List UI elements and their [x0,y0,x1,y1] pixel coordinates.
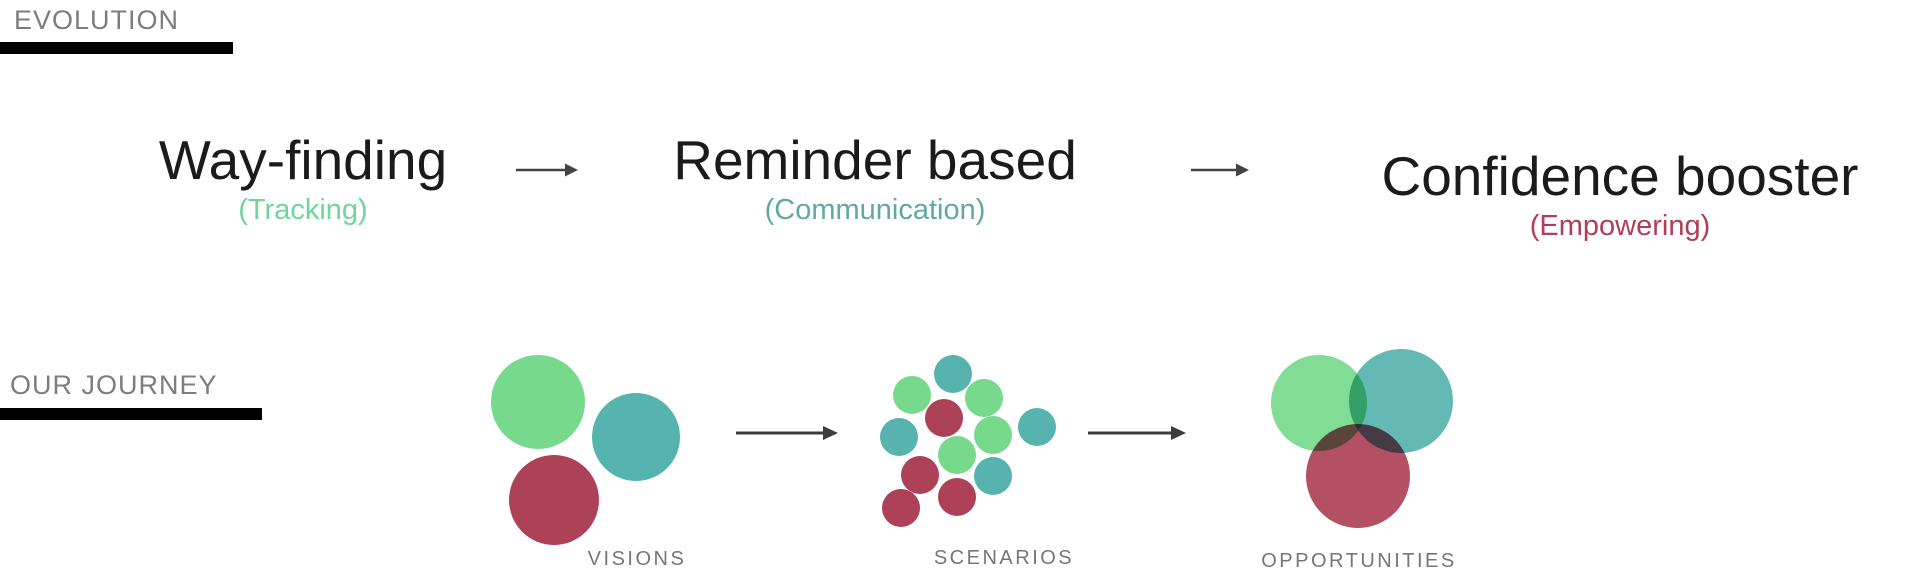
phase-subtitle: (Communication) [764,193,986,226]
red-bubble [1306,424,1410,528]
teal-bubble [592,393,680,481]
phase-title: Way-finding [158,129,448,191]
teal-bubble [974,457,1012,495]
phase-way-finding: Way-finding (Tracking) [103,129,503,227]
stage-label-scenarios: SCENARIOS [933,547,1075,569]
arrow-right-icon [516,163,578,177]
teal-bubble [1018,408,1056,446]
arrow-right-icon [1191,163,1249,177]
teal-bubble [1349,349,1453,453]
arrow-right-icon [736,426,838,440]
teal-bubble [880,418,918,456]
red-bubble [901,456,939,494]
journey-section-heading: OUR JOURNEY [10,370,218,400]
stage-label-visions: VISIONS [587,548,687,570]
phase-subtitle: (Empowering) [1529,209,1711,242]
red-bubble [509,455,599,545]
green-bubble [491,355,585,449]
arrow-right-icon [1088,426,1186,440]
phase-reminder-based: Reminder based (Communication) [655,129,1095,227]
phase-subtitle: (Tracking) [238,193,368,226]
green-bubble [938,436,976,474]
red-bubble [882,489,920,527]
evolution-section-heading: EVOLUTION [14,5,180,35]
journey-heading-underline [0,408,262,420]
green-bubble [965,379,1003,417]
green-bubble [974,416,1012,454]
phase-title: Reminder based [673,129,1077,191]
phase-confidence-booster: Confidence booster (Empowering) [1380,145,1860,243]
green-bubble [893,376,931,414]
phase-title: Confidence booster [1381,145,1859,207]
red-bubble [925,399,963,437]
evolution-heading-underline [0,42,233,54]
stage-label-opportunities: OPPORTUNITIES [1261,550,1457,572]
green-bubble [1271,355,1367,451]
teal-bubble [934,355,972,393]
red-bubble [938,478,976,516]
